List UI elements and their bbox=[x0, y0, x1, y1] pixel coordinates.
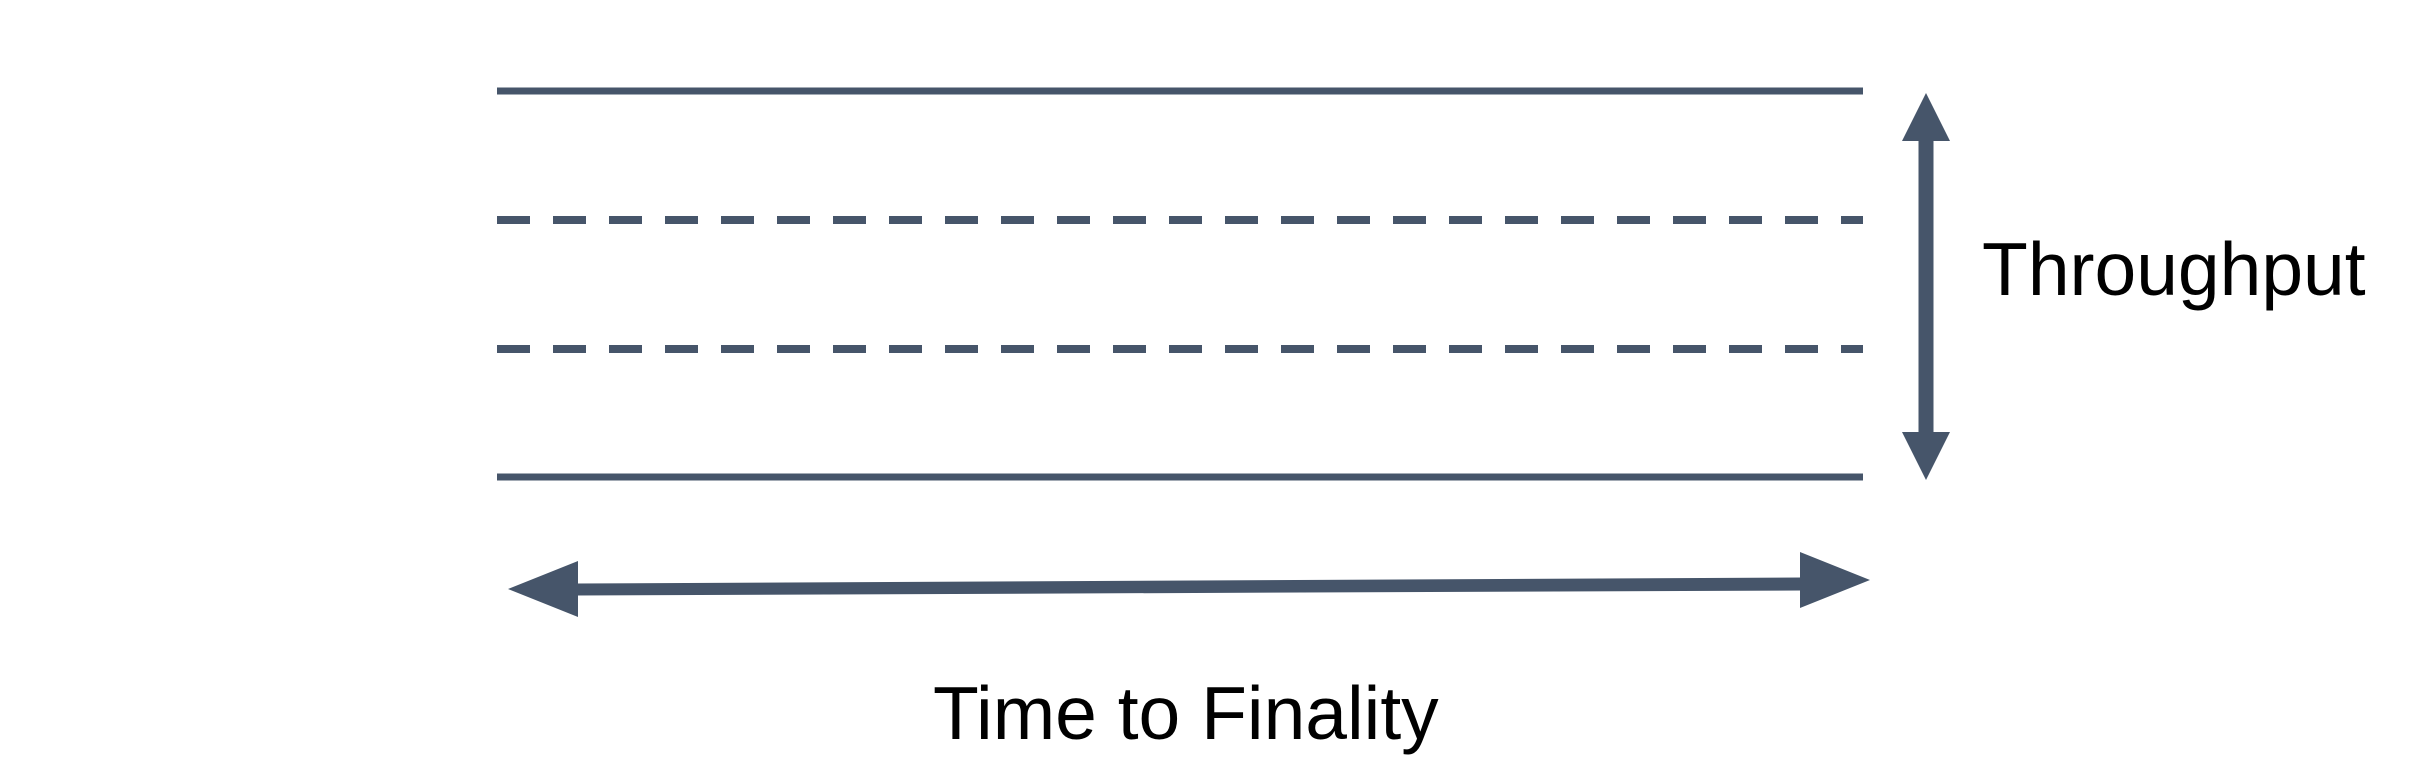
horizontal-arrow-head-left bbox=[508, 561, 578, 617]
vertical-arrow-head-up bbox=[1902, 93, 1950, 141]
double-arrow-vertical bbox=[1902, 93, 1950, 480]
vertical-arrow-head-down bbox=[1902, 432, 1950, 480]
vertical-arrow-shaft bbox=[1918, 138, 1934, 435]
time-to-finality-axis-label: Time to Finality bbox=[933, 671, 1439, 755]
throughput-axis-label: Throughput bbox=[1982, 227, 2366, 311]
double-arrow-horizontal bbox=[508, 552, 1870, 617]
horizontal-arrow-head-right bbox=[1800, 552, 1870, 608]
horizontal-arrow-shaft bbox=[576, 577, 1802, 596]
